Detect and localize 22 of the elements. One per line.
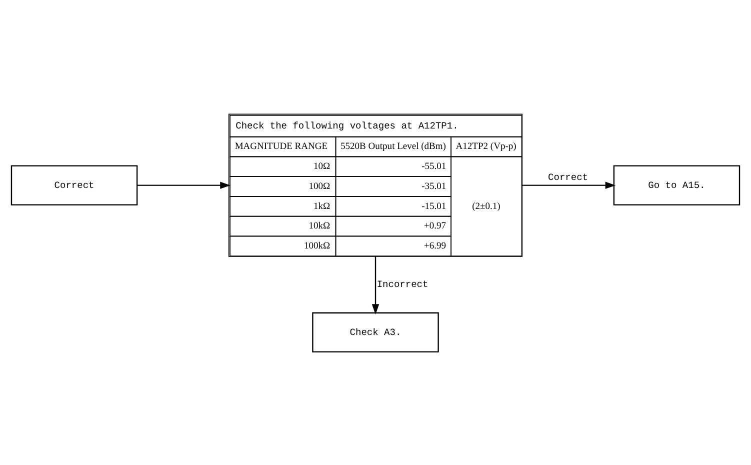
arrow — [137, 181, 230, 188]
label: 5520B Output Level (dBm) — [340, 142, 446, 152]
label: (2±0.1) — [472, 201, 500, 212]
label: 10kΩ — [308, 221, 330, 232]
label: 100kΩ — [304, 241, 330, 252]
edge-label: Correct — [548, 172, 588, 183]
label: -15.01 — [422, 201, 446, 212]
label: -35.01 — [422, 181, 446, 192]
label: A12TP2 (Vp-p) — [456, 142, 516, 152]
label: +0.97 — [424, 221, 446, 232]
label: -55.01 — [422, 162, 446, 172]
arrow — [522, 181, 616, 188]
arrow — [372, 256, 380, 314]
label: 100Ω — [308, 181, 330, 192]
node-box: Check A3. — [312, 312, 439, 352]
label: 1kΩ — [314, 201, 330, 212]
label: MAGNITUDE RANGE — [234, 142, 328, 152]
edge-label: Incorrect — [376, 278, 428, 290]
label: 10Ω — [314, 162, 330, 172]
node-box: Go to A15. — [613, 164, 740, 205]
label: +6.99 — [424, 241, 446, 252]
node-box: Correct — [10, 164, 138, 205]
